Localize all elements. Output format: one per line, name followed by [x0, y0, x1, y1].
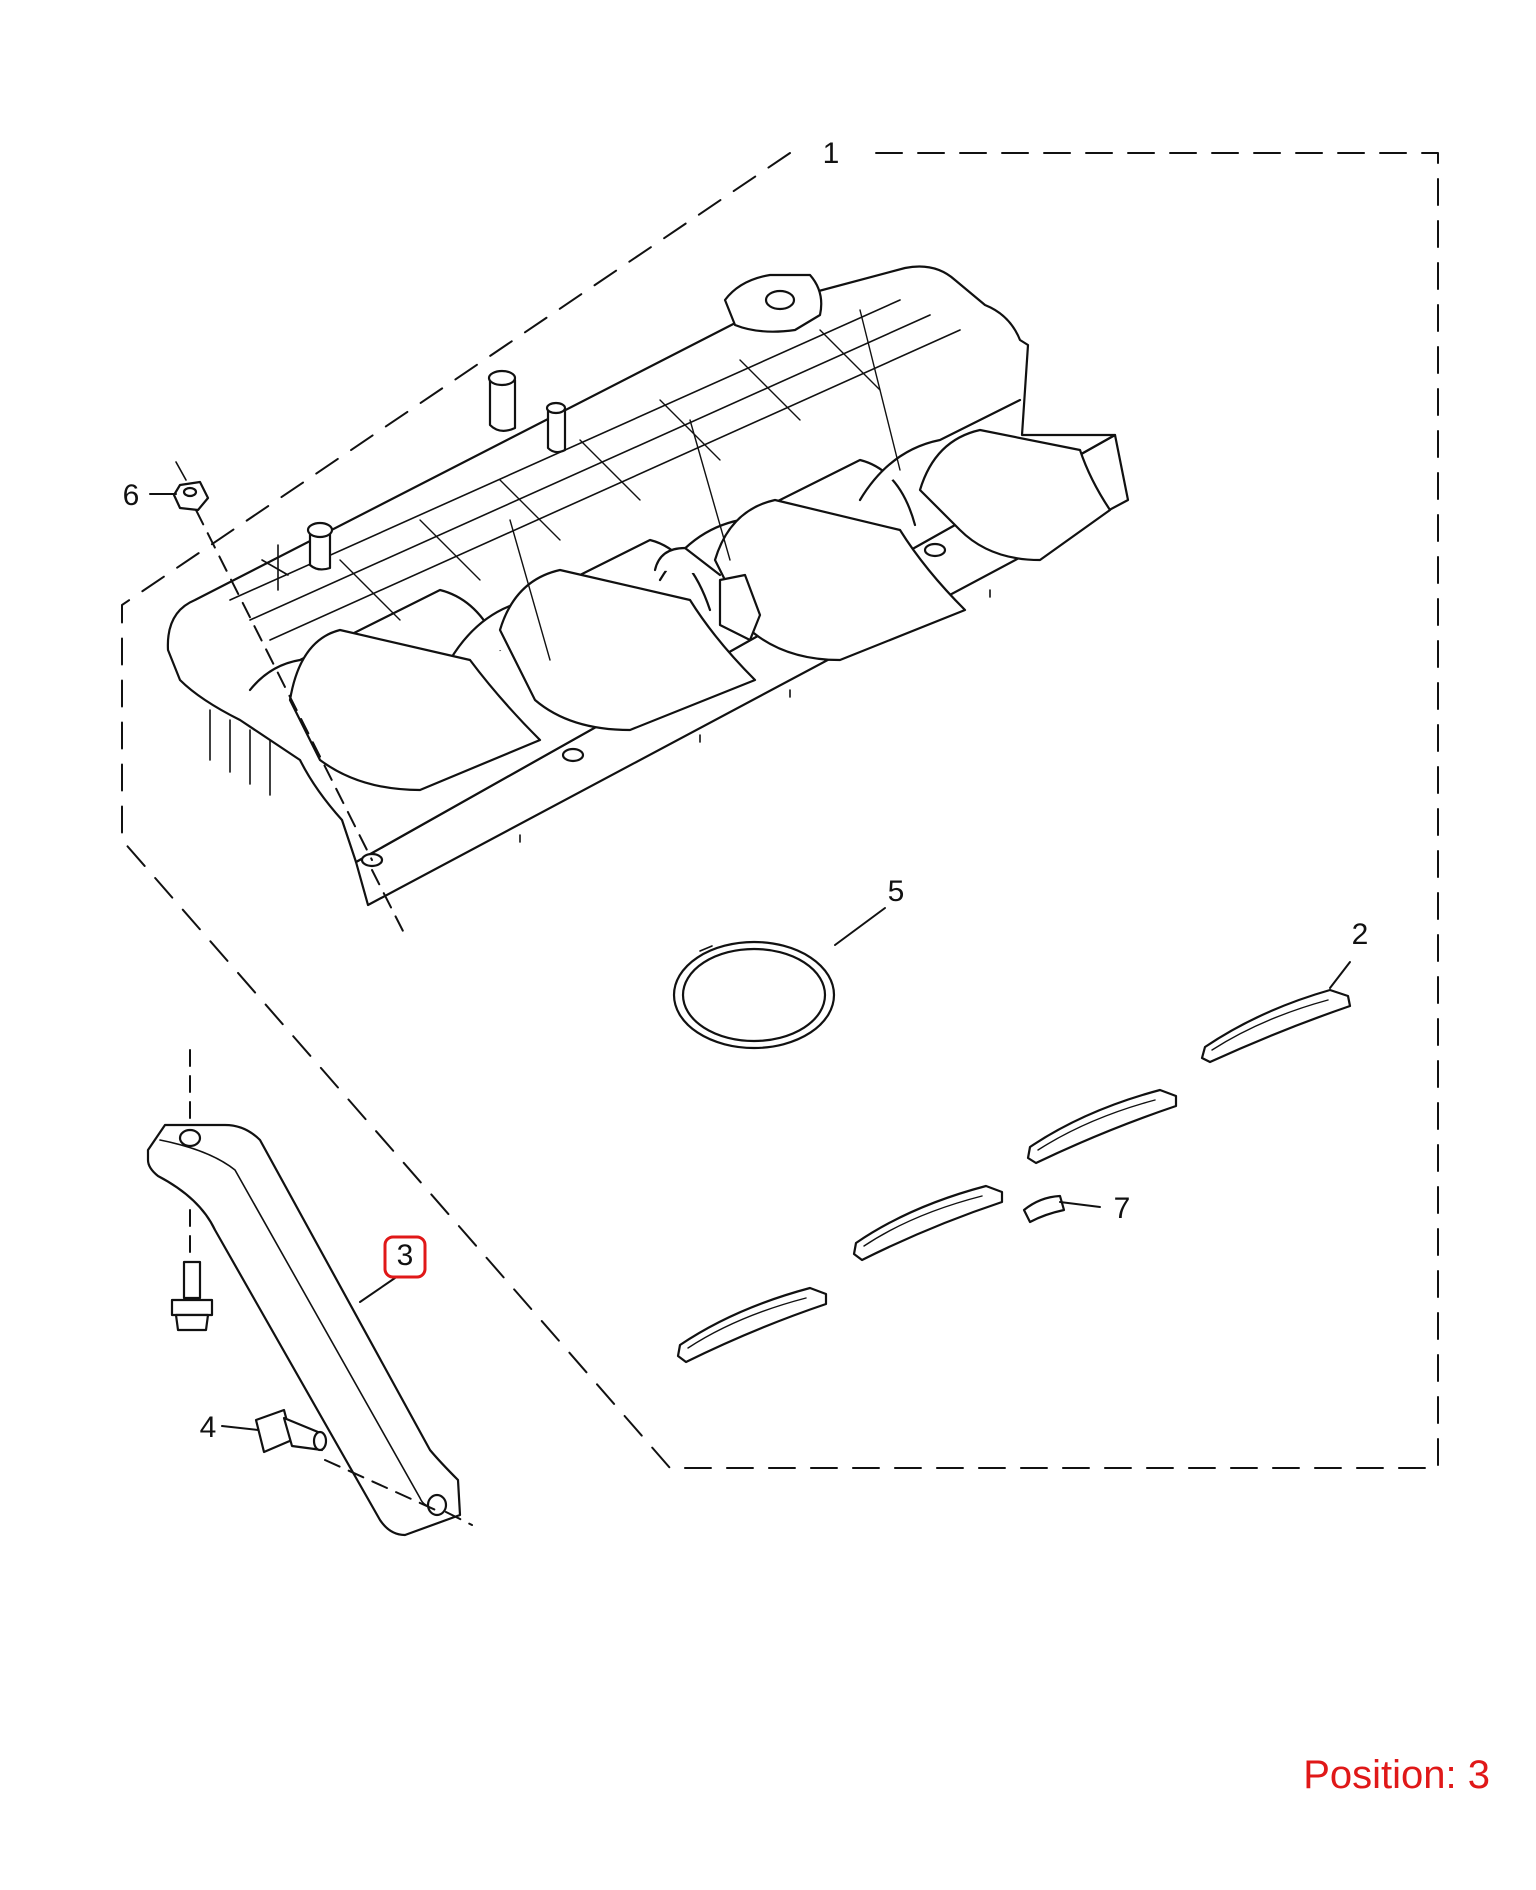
callout-3-highlight — [383, 1235, 427, 1279]
kit-boundary — [121, 152, 1439, 1469]
leader-lines — [149, 493, 1351, 1431]
bolt-upper — [170, 1260, 214, 1332]
callout-7: 7 — [1114, 1192, 1131, 1225]
callout-1: 1 — [823, 137, 840, 170]
assembly-lines — [189, 509, 473, 1526]
position-label: Position: 3 — [1303, 1753, 1490, 1797]
callout-4: 4 — [200, 1411, 217, 1444]
callout-6: 6 — [123, 479, 140, 512]
nut — [172, 480, 210, 512]
runner-gaskets — [676, 988, 1352, 1364]
callout-3[interactable]: 3 — [397, 1239, 414, 1272]
callout-2: 2 — [1352, 918, 1369, 951]
throttle-body-gasket — [672, 940, 836, 1050]
support-bracket — [146, 1123, 462, 1537]
intake-manifold — [166, 265, 1130, 907]
nut-stud-line — [175, 461, 187, 481]
bolt-lower — [254, 1408, 328, 1454]
small-seal — [1022, 1194, 1066, 1224]
callout-5: 5 — [888, 875, 905, 908]
